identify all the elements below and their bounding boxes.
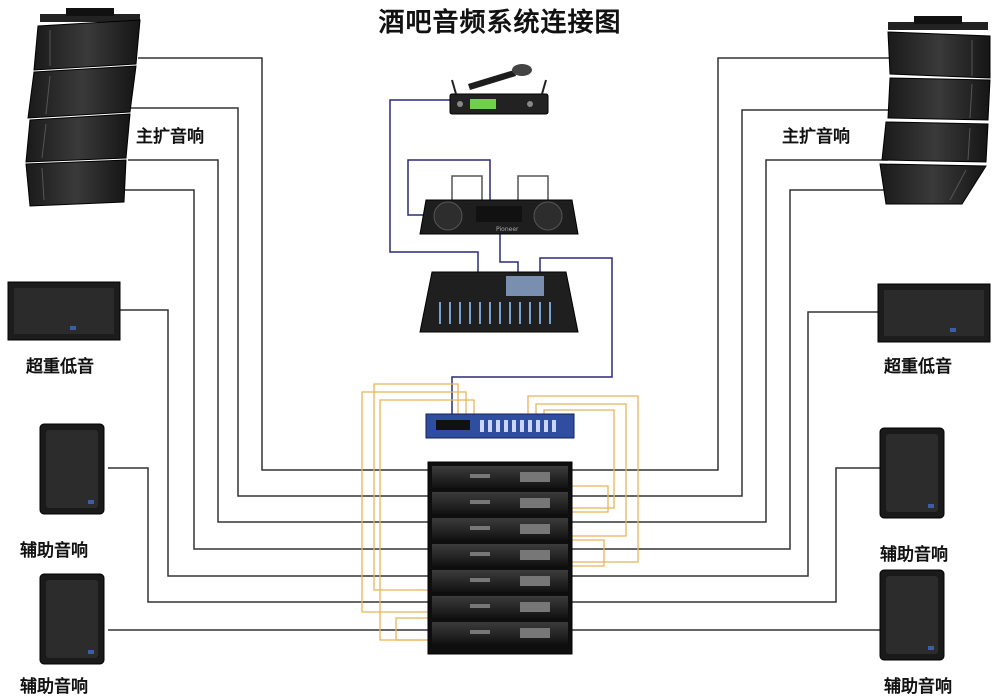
amplifier-units [432, 466, 568, 644]
dj-brand-label: Pioneer [496, 226, 519, 233]
cable-main-right-3 [572, 159, 888, 523]
label-sub-left: 超重低音 [26, 357, 94, 377]
cable-main-left-2 [130, 107, 428, 497]
aux-speaker-right-1 [879, 427, 945, 519]
cable-dj-top-1 [451, 175, 483, 200]
link-amp-left-a [395, 617, 428, 641]
speaker-processor [425, 413, 575, 439]
link-proc-right-2 [535, 403, 627, 537]
label-aux-right-1: 辅助音响 [880, 545, 948, 565]
cable-dj-to-mixer-2 [499, 228, 519, 272]
amp-link-cables [361, 383, 639, 641]
cable-sub-right [572, 311, 880, 577]
speaker-cables-left [108, 57, 428, 631]
cable-aux-right-1 [572, 467, 880, 603]
label-main-left: 主扩音响 [136, 127, 204, 147]
cable-dj-top-2 [517, 175, 549, 200]
cable-main-left-3 [128, 159, 428, 523]
cable-mic-to-mixer [389, 99, 479, 272]
main-speaker-right [879, 16, 991, 205]
subwoofer-right [877, 283, 991, 343]
cable-sub-left [120, 309, 428, 577]
wireless-mic-receiver [449, 79, 549, 115]
cable-dj-to-mixer-1 [407, 159, 491, 216]
speaker-cables-right [572, 57, 890, 631]
diagram-title: 酒吧音频系统连接图 [378, 8, 622, 38]
aux-speaker-right-2 [879, 569, 945, 661]
link-proc-left-2 [361, 391, 467, 613]
cable-mixer-to-processor [451, 257, 613, 414]
digital-mixer [419, 271, 579, 333]
label-main-right: 主扩音响 [782, 127, 850, 147]
link-proc-right-3 [543, 409, 615, 509]
link-amp-right-a [572, 485, 609, 513]
aux-speaker-left-1 [39, 423, 105, 515]
link-proc-left-1 [373, 383, 459, 591]
handheld-microphone [468, 64, 532, 90]
subwoofer-left [7, 281, 121, 341]
label-aux-left-2: 辅助音响 [20, 677, 88, 697]
aux-speaker-left-2 [39, 573, 105, 665]
dj-controller: Pioneer [419, 199, 579, 235]
power-amplifier-rack [427, 461, 573, 655]
link-amp-right-b [572, 539, 605, 567]
cable-aux-left-1 [108, 467, 428, 603]
cable-main-left-1 [138, 57, 428, 471]
signal-cables [389, 99, 613, 414]
cable-main-right-1 [572, 57, 890, 471]
cable-main-right-2 [572, 109, 890, 497]
label-aux-left-1: 辅助音响 [20, 541, 88, 561]
cable-main-left-4 [125, 189, 428, 550]
main-speaker-left [25, 8, 141, 207]
label-aux-right-2: 辅助音响 [884, 677, 952, 697]
cable-main-right-4 [572, 189, 888, 550]
label-sub-right: 超重低音 [884, 357, 952, 377]
link-proc-right-1 [527, 395, 639, 563]
